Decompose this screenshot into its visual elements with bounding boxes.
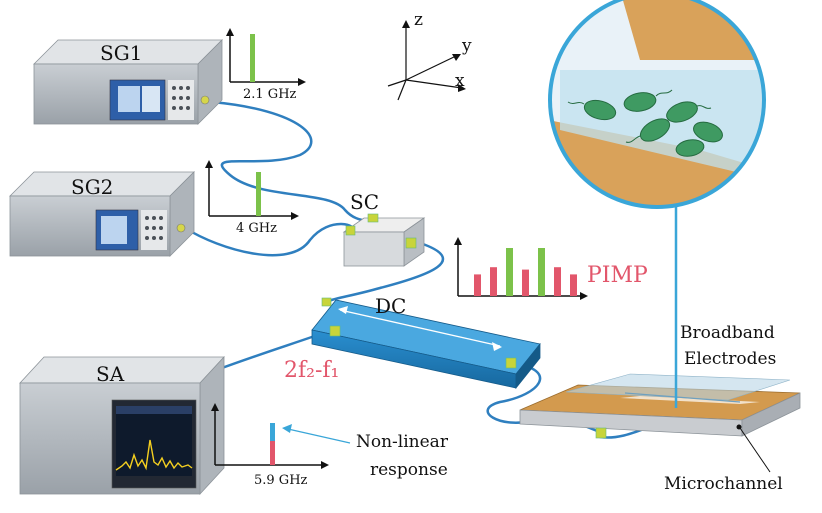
sg2-instrument [9,171,195,257]
microchannel-label: Microchannel [664,474,783,494]
freq-sg1-label: 2.1 GHz [243,87,297,102]
sa-label: SA [96,362,125,386]
microchannel-leader-dot [736,424,742,430]
spectrum-sg1 [226,28,306,86]
magnified-view [548,0,766,408]
nonlinear-arrow [282,424,351,444]
sg1-label: SG1 [100,41,143,65]
cable-sc-dc [326,241,445,306]
microchannel-chip [519,373,801,439]
mix-label: 2f₂-f₁ [284,358,340,383]
sc-combiner [342,213,426,267]
pimp-bar-1 [474,274,481,296]
cable-sg1 [210,100,370,223]
spectrum-sg2 [205,160,299,220]
spectrum-sg1-bar [250,34,255,82]
pimp-label: PIMP [587,263,648,288]
pimp-bar-4 [522,269,529,296]
spectrum-sa-bar-blue [270,423,275,441]
spectrum-sg2-bar [256,172,261,216]
dc-coupler [311,297,541,390]
sa-instrument [19,355,225,496]
pimp-bar-2 [490,267,497,296]
electrodes-label-line1: Broadband [680,323,775,343]
sg1-instrument [33,39,223,125]
spectrum-pimp [454,237,588,300]
cable-sg2 [183,222,355,257]
pimp-bars [474,248,577,296]
freq-sa-label: 5.9 GHz [254,473,308,488]
freq-sg2-label: 4 GHz [236,221,277,236]
spectrum-sa [211,403,329,469]
spectrum-sa-bar-pink [270,441,275,465]
sg2-label: SG2 [71,175,114,199]
pimp-bar-6 [554,267,561,296]
coordinate-axes [387,20,466,101]
electrodes-label-line2: Electrodes [684,349,777,369]
pimp-bar-7 [570,274,577,296]
nonlinear-label-line2: response [370,460,448,480]
nonlinear-label-line1: Non-linear [356,432,448,452]
axis-y-label: y [462,36,472,56]
axis-x-label: x [455,71,465,91]
sc-label: SC [350,190,380,214]
microchannel-leader [739,427,771,473]
pimp-bar-5 [538,248,545,296]
pimp-bar-3 [506,248,513,296]
dc-label: DC [375,294,407,318]
axis-z-label: z [414,10,423,30]
